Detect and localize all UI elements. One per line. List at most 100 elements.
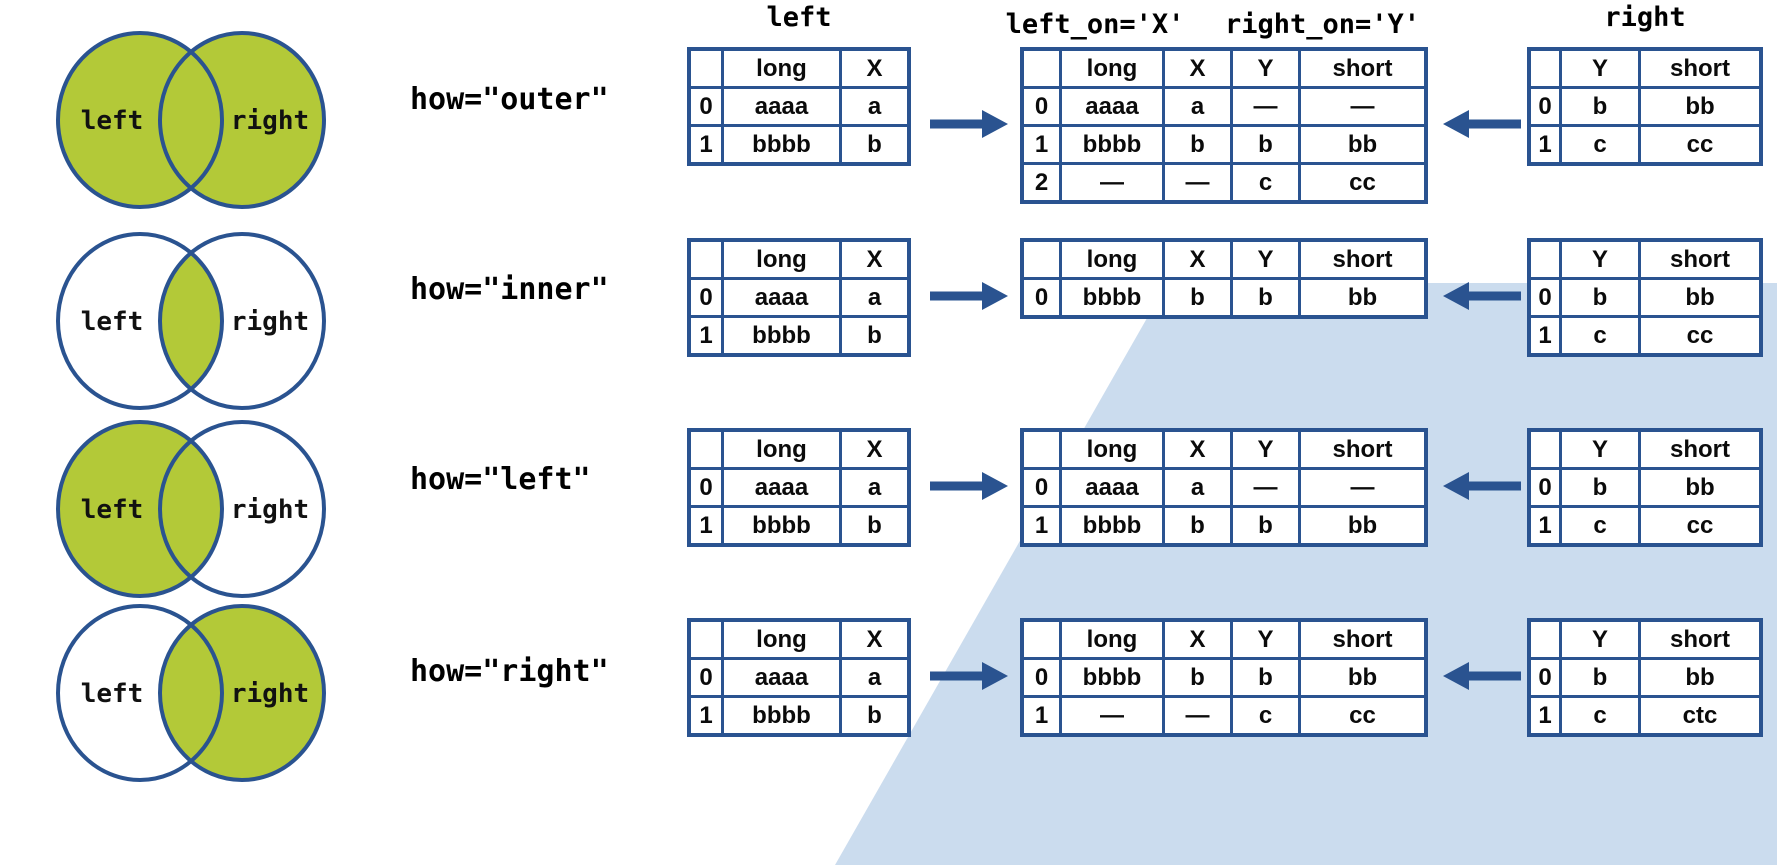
table-cell: b (1230, 277, 1301, 319)
table-cell: bbbb (721, 505, 842, 547)
table-cell: aaaa (721, 86, 842, 127)
column-header: short (1298, 47, 1428, 89)
row-index-cell: 0 (687, 467, 724, 508)
column-header (1020, 47, 1062, 89)
column-header: Y (1230, 428, 1301, 470)
row-index-cell: 0 (1020, 657, 1062, 698)
table-cell: b (1162, 505, 1233, 547)
column-header: Y (1559, 618, 1641, 660)
table-cell: bb (1638, 86, 1763, 127)
table-cell: c (1230, 162, 1301, 204)
column-header (1527, 618, 1562, 660)
venn-intersection (160, 33, 222, 207)
table-cell: aaaa (1059, 467, 1165, 508)
table-cell: b (1559, 467, 1641, 508)
column-header (1527, 428, 1562, 470)
venn-intersection (160, 606, 222, 780)
column-header: X (1162, 618, 1233, 660)
venn-right-outline (158, 31, 326, 209)
table-cell: — (1230, 467, 1301, 508)
column-header: Y (1559, 47, 1641, 89)
venn-left-outline (56, 31, 224, 209)
table-cell: bbbb (1059, 124, 1165, 165)
column-header (1527, 47, 1562, 89)
table-cell: cc (1298, 162, 1428, 204)
row-index-cell: 1 (1527, 315, 1562, 357)
column-header: X (839, 618, 911, 660)
table-cell: aaaa (721, 657, 842, 698)
column-header: long (1059, 47, 1165, 89)
table-cell: a (839, 86, 911, 127)
row-index-cell: 1 (687, 505, 724, 547)
table-cell: bb (1638, 657, 1763, 698)
venn-intersection (160, 422, 222, 596)
table-cell: b (1559, 277, 1641, 318)
venn-left-outline (56, 232, 224, 410)
table-cell: — (1298, 467, 1428, 508)
arrow-right-icon (930, 282, 1008, 310)
row-index-cell: 0 (1527, 657, 1562, 698)
column-header: Y (1559, 238, 1641, 280)
venn-left-label: left (81, 679, 144, 709)
table-cell: — (1230, 86, 1301, 127)
table-cell: cc (1638, 124, 1763, 166)
table-cell: aaaa (721, 277, 842, 318)
title-left-on: left_on='X' (1005, 9, 1185, 40)
venn-diagram-right: left right (54, 602, 328, 784)
table-cell: b (1559, 657, 1641, 698)
row-index-cell: 0 (1527, 86, 1562, 127)
column-header (687, 618, 724, 660)
table-cell: a (839, 657, 911, 698)
column-header: X (839, 238, 911, 280)
how-label: how="outer" (410, 82, 609, 117)
column-header: long (721, 47, 842, 89)
arrow-right-icon (930, 110, 1008, 138)
row-index-cell: 1 (687, 124, 724, 166)
row-index-cell: 0 (1527, 467, 1562, 508)
title-right-on: right_on='Y' (1225, 9, 1421, 40)
table-cell: — (1162, 162, 1233, 204)
table-cell: — (1298, 86, 1428, 127)
venn-left-label: left (81, 106, 144, 136)
arrow-left-icon (1443, 110, 1521, 138)
table-cell: b (1230, 505, 1301, 547)
column-header: short (1298, 428, 1428, 470)
column-header: X (839, 428, 911, 470)
row-index-cell: 1 (1020, 124, 1062, 165)
table-cell: b (839, 315, 911, 357)
column-header: short (1638, 618, 1763, 660)
table-cell: c (1559, 124, 1641, 166)
row-index-cell: 0 (687, 657, 724, 698)
table-cell: — (1162, 695, 1233, 737)
table-cell: bbbb (1059, 657, 1165, 698)
table-cell: b (839, 124, 911, 166)
table-cell: aaaa (721, 467, 842, 508)
venn-left-outline (56, 604, 224, 782)
